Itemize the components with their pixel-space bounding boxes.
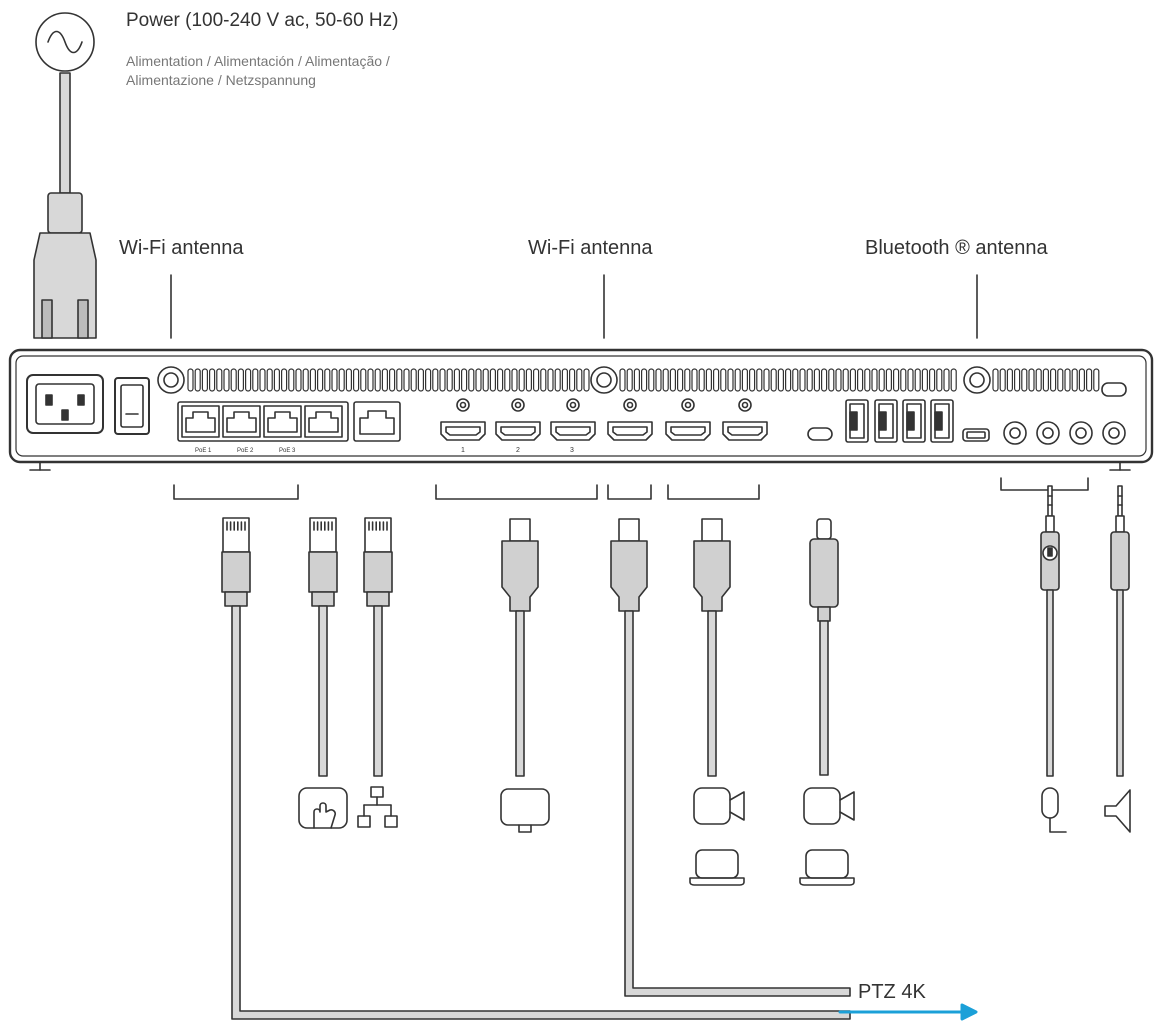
hdmi-port — [665, 398, 711, 441]
ethernet-port — [263, 405, 302, 438]
camera-icon — [693, 787, 745, 825]
display-icon — [500, 788, 550, 833]
speaker-icon — [1104, 789, 1131, 833]
antenna-connector-left — [157, 366, 185, 394]
svg-text:2: 2 — [516, 447, 520, 454]
usb-a-ports — [845, 399, 954, 443]
ptz-ethernet-cable — [221, 517, 251, 607]
power-inlet — [26, 374, 104, 434]
display-hdmi-cable — [501, 518, 539, 777]
wifi-antenna-left-label: Wi-Fi antenna — [119, 237, 244, 259]
usb-a-port — [930, 399, 954, 443]
audio-jack — [1036, 421, 1060, 445]
network-cable — [363, 517, 393, 777]
poe-port-marks: PoE 1 PoE 2 PoE 3 — [195, 448, 296, 454]
hdmi-ports — [440, 398, 768, 441]
power-subtitle-line-1: Alimentation / Alimentación / Alimentaçã… — [126, 53, 390, 69]
svg-text:1: 1 — [461, 447, 465, 454]
hdmi-port — [607, 398, 653, 441]
microphone-icon — [1041, 787, 1067, 833]
hdmi-port — [495, 398, 541, 441]
ventilation-grille — [187, 368, 1100, 392]
usb-c-port — [807, 427, 833, 441]
power-subtitle-line-2: Alimentazione / Netzspannung — [126, 72, 316, 88]
camera-icon — [803, 787, 855, 825]
usb-a-port — [874, 399, 898, 443]
lock-slot — [1101, 382, 1127, 397]
audio-jack — [1003, 421, 1027, 445]
bluetooth-antenna-label: Bluetooth ® antenna — [865, 237, 1048, 259]
presentation-hdmi-cable — [693, 518, 731, 777]
laptop-icon — [689, 849, 745, 886]
ptz-arrow — [838, 1003, 978, 1021]
power-title: Power (100-240 V ac, 50-60 Hz) — [126, 10, 399, 31]
network-icon — [357, 786, 398, 828]
antenna-connector-right — [963, 366, 991, 394]
wifi-antenna-center-label: Wi-Fi antenna — [528, 237, 653, 259]
power-ac-icon — [35, 12, 95, 72]
touch-panel-icon — [298, 787, 348, 829]
svg-text:PoE 2: PoE 2 — [237, 448, 254, 454]
hdmi-output-marks: 1 2 3 — [461, 447, 574, 454]
antenna-connector-center — [590, 366, 618, 394]
ethernet-port — [353, 401, 401, 442]
hdmi-port — [550, 398, 596, 441]
power-subtitle: Alimentation / Alimentación / Alimentaçã… — [126, 52, 390, 90]
audio-jack — [1069, 421, 1093, 445]
hdmi-port — [440, 398, 486, 441]
ptz-hdmi-cable-run — [624, 610, 851, 997]
svg-text:PoE 3: PoE 3 — [279, 448, 296, 454]
ethernet-port — [304, 405, 343, 438]
ptz-hdmi-cable — [610, 518, 648, 612]
ethernet-port — [181, 405, 220, 438]
microphone-cable — [1040, 485, 1060, 777]
usb-a-port — [902, 399, 926, 443]
hdmi-port — [722, 398, 768, 441]
power-cable — [33, 72, 97, 339]
svg-text:3: 3 — [570, 447, 574, 454]
audio-jack — [1102, 421, 1126, 445]
laptop-icon — [799, 849, 855, 886]
usb-a-port — [845, 399, 869, 443]
cables — [221, 485, 1130, 1020]
usb-c-cable — [809, 518, 839, 776]
svg-text:PoE 1: PoE 1 — [195, 448, 212, 454]
audio-jacks — [1003, 421, 1126, 445]
speaker-cable — [1110, 485, 1130, 777]
ethernet-poe-ports — [177, 401, 401, 442]
port-group-brackets — [173, 477, 1089, 500]
ethernet-port — [222, 405, 261, 438]
ptz-camera-label: PTZ 4K — [858, 981, 926, 1003]
power-switch — [114, 377, 150, 435]
micro-usb-port — [962, 428, 990, 442]
touch-panel-cable — [308, 517, 338, 777]
